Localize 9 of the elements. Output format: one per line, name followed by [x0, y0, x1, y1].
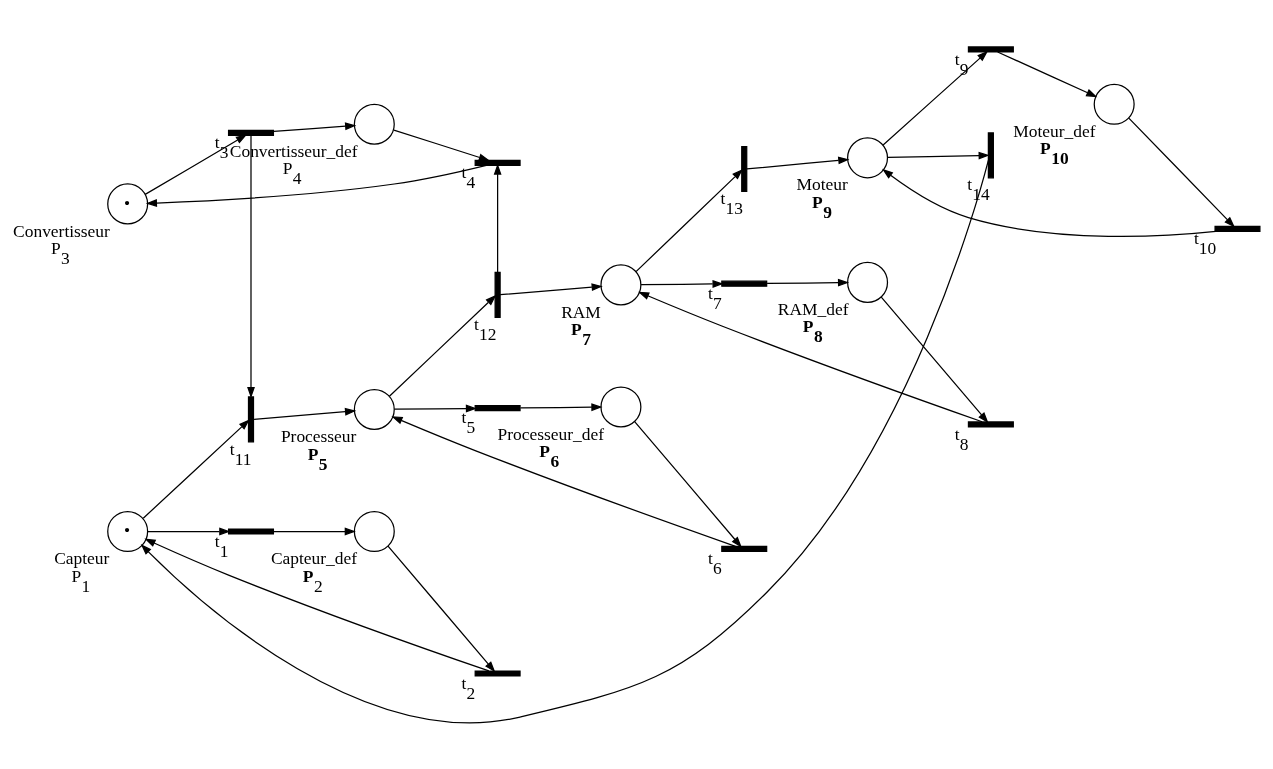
node-label: Moteur_def: [1013, 120, 1096, 141]
node-label: Convertisseur: [13, 220, 110, 241]
node-label: RAM: [561, 301, 601, 322]
node-label: Moteur: [796, 173, 848, 194]
node-label: RAM_def: [777, 298, 849, 319]
node-label: Processeur: [280, 425, 357, 446]
node-label: Capteur: [54, 547, 110, 568]
node-label: Capteur_def: [270, 547, 358, 568]
node-label: Processeur_def: [497, 423, 605, 444]
